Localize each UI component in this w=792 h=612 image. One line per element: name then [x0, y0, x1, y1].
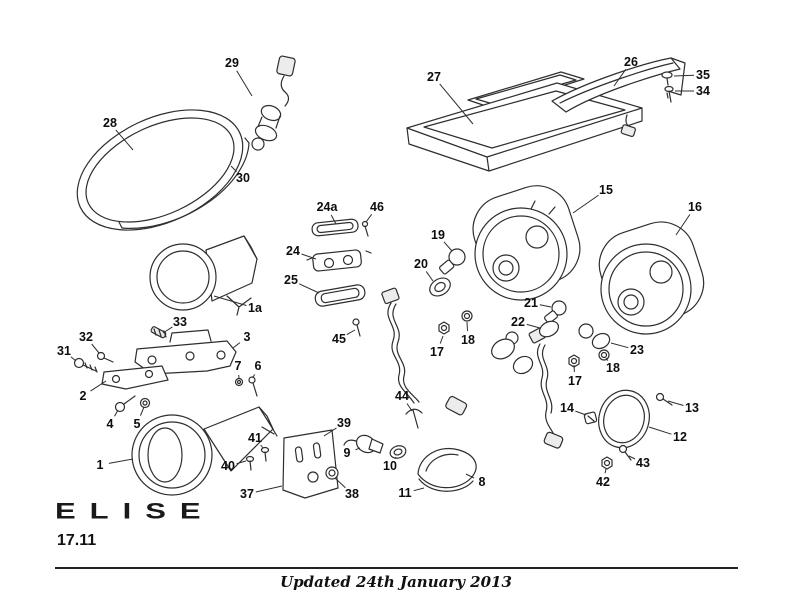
- elise-logo: ELISE: [55, 498, 215, 524]
- fog-lamp-bracket: [245, 429, 339, 499]
- page-number: 17.11: [57, 532, 97, 549]
- wiring-harness-left: [381, 287, 468, 416]
- headlamp-trim-ring: [76, 109, 250, 231]
- bulb-holders-left: [429, 248, 473, 335]
- projector-headlamp: [149, 235, 258, 316]
- rear-lamp-unit-right: [598, 221, 705, 335]
- side-repeater-lamp: [343, 408, 477, 492]
- updated-date: Updated 24th January 2013: [280, 573, 512, 591]
- headlamp-bracket-assembly: [73, 326, 258, 413]
- bulb-holders-right: [538, 300, 611, 368]
- lamp-gasket-ring: [583, 389, 673, 470]
- stop-lamp-fasteners: [661, 71, 674, 103]
- footer-divider: [55, 567, 738, 569]
- callout-leader-lines: [70, 69, 695, 493]
- fog-lamp: [131, 406, 278, 496]
- headlamp-bulb-holder: [251, 55, 296, 151]
- license-plate-lamp: [306, 218, 372, 337]
- wiring-harness-right: [491, 327, 564, 449]
- rear-lamp-unit-left: [472, 185, 581, 301]
